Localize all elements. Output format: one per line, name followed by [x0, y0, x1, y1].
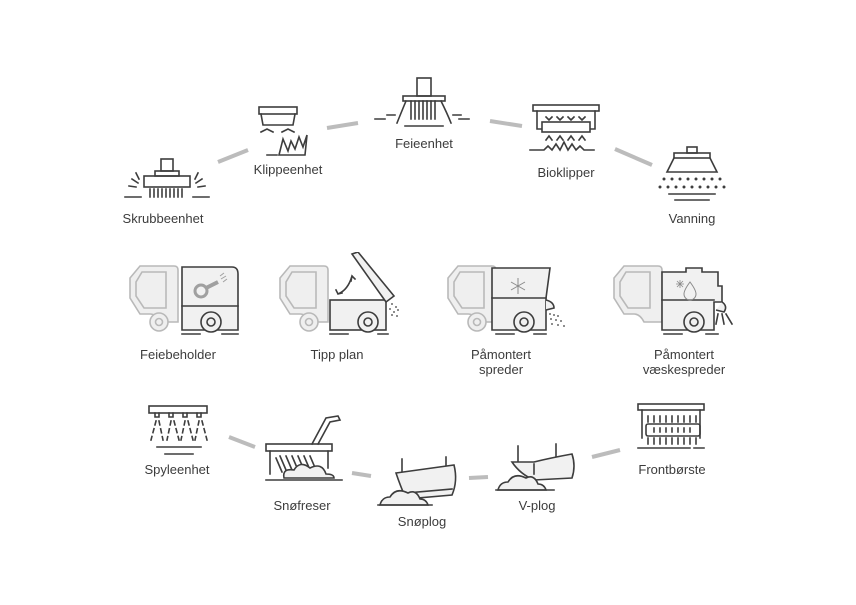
connector	[228, 435, 256, 449]
label-tipp-plan: Tipp plan	[310, 347, 364, 362]
bio-cutter-icon	[529, 104, 600, 152]
label-vanning: Vanning	[668, 211, 716, 226]
label-pamontert-spreder: Påmontert spreder	[471, 347, 531, 377]
front-brush-icon	[637, 403, 705, 449]
watering-icon	[658, 146, 726, 201]
label-pamontert-vaeskespreder: Påmontert væskespreder	[643, 347, 725, 377]
label-snoplog: Snøplog	[397, 514, 447, 529]
label-line: Påmontert	[471, 347, 531, 362]
label-snofreser: Snøfreser	[273, 498, 331, 513]
connector	[326, 121, 359, 130]
scrub-brush-icon	[124, 158, 210, 198]
connector	[351, 471, 372, 478]
connector	[489, 119, 523, 128]
tipper-truck-icon	[279, 252, 399, 335]
sweeper-truck-icon	[129, 265, 239, 335]
label-line: væskespreder	[642, 362, 726, 377]
label-klippeenhet: Klippeenhet	[253, 162, 323, 177]
spreader-truck-icon	[447, 265, 565, 335]
label-line: spreder	[478, 362, 524, 377]
v-plow-icon	[495, 443, 575, 491]
label-bioklipper: Bioklipper	[537, 165, 595, 180]
connector	[217, 148, 249, 164]
label-spyleenhet: Spyleenhet	[144, 462, 210, 477]
sweeper-brush-icon	[374, 77, 470, 127]
snow-plow-icon	[377, 456, 457, 506]
snow-blower-icon	[265, 415, 343, 481]
grass-cutter-icon	[258, 106, 308, 156]
label-frontborste: Frontbørste	[638, 462, 706, 477]
label-skrubbeenhet: Skrubbeenhet	[122, 211, 204, 226]
label-line: Påmontert	[654, 347, 714, 362]
label-v-plog: V-plog	[518, 498, 556, 513]
connector	[614, 147, 653, 167]
connector	[468, 475, 489, 480]
label-feiebeholder: Feiebeholder	[140, 347, 216, 362]
label-feieenhet: Feieenhet	[395, 136, 453, 151]
liquid-spreader-truck-icon	[613, 265, 734, 335]
connector	[591, 448, 621, 459]
washer-icon	[148, 405, 208, 455]
